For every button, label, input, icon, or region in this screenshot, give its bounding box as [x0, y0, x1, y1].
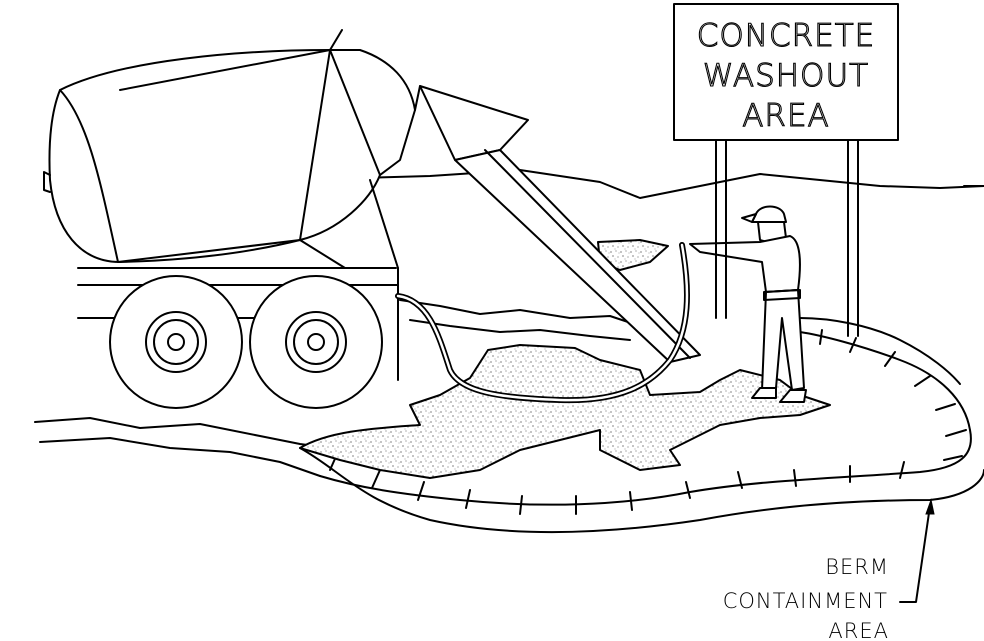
callout-leader [900, 506, 930, 602]
wheel-rear [250, 276, 382, 408]
ground-edge-lower [40, 438, 320, 476]
sign-line-2: WASHOUT [703, 58, 869, 94]
callout-line-3: AREA [828, 619, 889, 641]
hopper [420, 86, 528, 160]
concrete-pool [300, 345, 830, 478]
ground-edge-upper [35, 418, 330, 448]
callout-arrowhead [926, 500, 934, 514]
mixer-drum [49, 50, 415, 262]
background-hills [360, 170, 984, 198]
berm-back [400, 300, 640, 326]
sign-line-3: AREA [742, 98, 830, 134]
callout-line-1: BERM [825, 555, 889, 579]
sign-line-1: CONCRETE [697, 18, 876, 54]
wheel-front [110, 276, 242, 408]
berm-callout: BERM CONTAINMENT AREA [723, 500, 934, 641]
mixer-truck [44, 30, 700, 408]
callout-line-2: CONTAINMENT [723, 589, 888, 613]
